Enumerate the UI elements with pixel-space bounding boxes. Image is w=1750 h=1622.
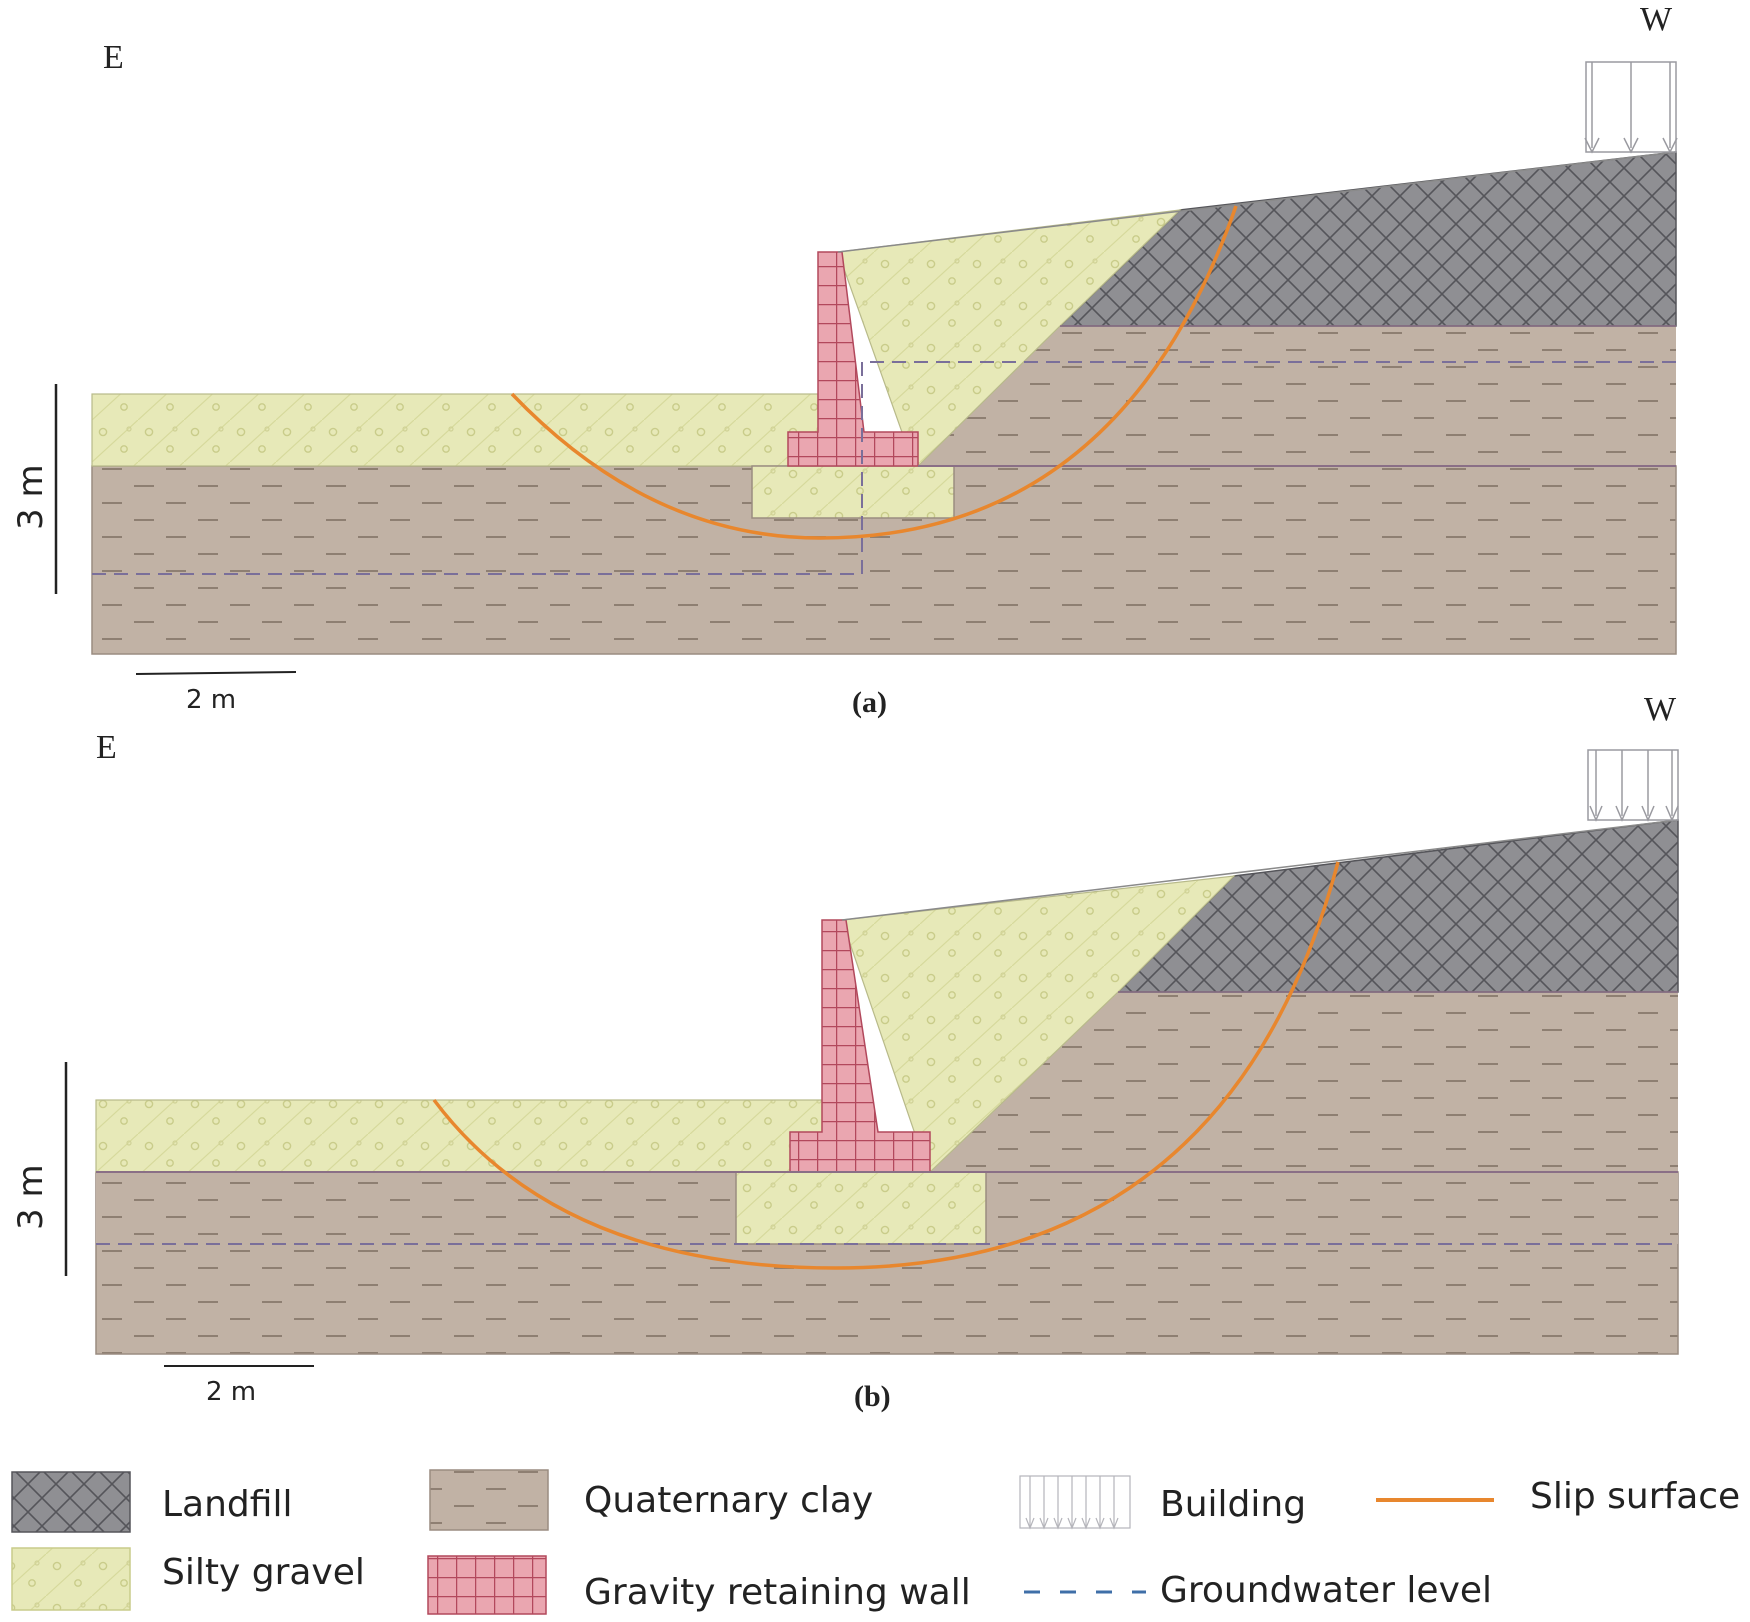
silty-gravel-foundation-pad (735, 1171, 987, 1245)
groundwater-level (92, 361, 1676, 575)
legend-label-silty-gravel: Silty gravel (162, 1552, 365, 1593)
silty-gravel-backfill (841, 875, 1236, 1173)
vertical-scale-label: 3 m (11, 1164, 51, 1230)
silty-gravel-layer (91, 393, 819, 467)
horizontal-scale-label: 2 m (206, 1377, 256, 1407)
panel-caption: (a) (852, 686, 887, 719)
slip-surface (432, 861, 1340, 1270)
silty-gravel-foundation-pad (751, 465, 955, 519)
quaternary-clay-layer (96, 1172, 736, 1244)
east-label: E (103, 39, 124, 76)
silty-gravel-swatch (11, 1547, 131, 1611)
panel-b: E W (11, 691, 1679, 1413)
panel-caption: (b) (854, 1380, 891, 1413)
horizontal-scale-label: 2 m (186, 685, 236, 715)
legend-label-groundwater: Groundwater level (1160, 1570, 1492, 1611)
vertical-scale-label: 3 m (11, 464, 51, 530)
landfill-swatch (11, 1471, 131, 1533)
building-load-symbol (1584, 61, 1678, 154)
legend-label-gravity-wall: Gravity retaining wall (584, 1572, 971, 1613)
legend-label-building: Building (1160, 1484, 1306, 1525)
silty-gravel-backfill (837, 209, 1182, 467)
quaternary-clay-slope (930, 992, 1678, 1172)
gravity-wall-swatch (427, 1555, 547, 1615)
panel-a: E W 3 m (11, 1, 1678, 719)
landfill-layer (1058, 151, 1677, 327)
horizontal-scale-bar (135, 671, 297, 675)
quaternary-clay-layer (986, 1172, 1678, 1244)
silty-gravel-layer (95, 1099, 827, 1173)
quaternary-clay-swatch (429, 1469, 549, 1531)
legend-label-slip-surface: Slip surface (1530, 1476, 1740, 1517)
west-label: W (1644, 691, 1677, 728)
east-label: E (96, 729, 117, 766)
building-load-symbol (1587, 749, 1679, 822)
legend-label-landfill: Landfill (162, 1484, 292, 1525)
slip-surface (510, 205, 1238, 540)
west-label: W (1640, 1, 1673, 38)
ground-surface (837, 151, 1677, 253)
building-legend-icon (1019, 1475, 1131, 1530)
legend-label-quaternary-clay: Quaternary clay (584, 1480, 873, 1521)
legend: Landfill Silty gravel Quaternary clay Gr… (11, 1469, 1740, 1615)
ground-surface (841, 819, 1679, 921)
